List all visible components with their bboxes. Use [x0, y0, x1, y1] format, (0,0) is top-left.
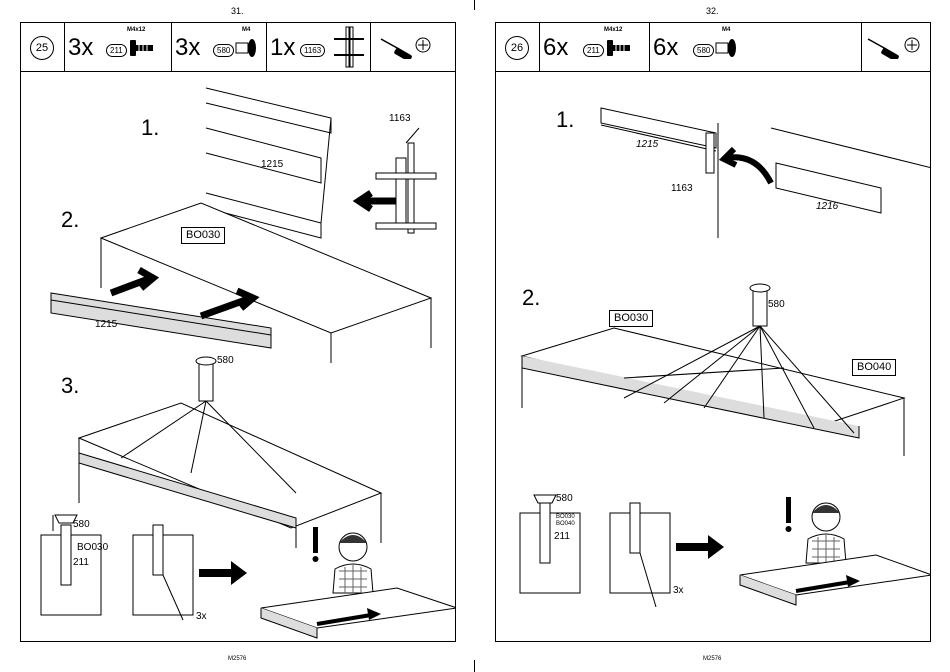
detail-label-211: 211 [73, 557, 89, 568]
screw-icon [606, 37, 632, 59]
page-number-left: 31. [231, 6, 244, 16]
arrow-right-icon [676, 535, 726, 559]
nut-icon [714, 37, 740, 59]
screwdriver-icon [866, 35, 904, 59]
part-size: M4 [722, 27, 730, 33]
panel-label-bo030: BO030 [181, 227, 225, 244]
part-cell-580: 3x 580 M4 [172, 23, 267, 71]
step-number-badge: 25 [30, 36, 54, 60]
part-cell-211: 3x 211 M4x12 [65, 23, 172, 71]
part-label-1215: 1215 [636, 139, 658, 150]
page-left: 25 3x 211 M4x12 3x 580 M4 1x 1163 [20, 22, 456, 642]
part-label-580: 580 [768, 299, 785, 310]
detail-label-bo040: BO040 [556, 521, 575, 527]
detail-label-bo030: BO030 [556, 514, 575, 520]
screw-icon [129, 37, 155, 59]
part-qty: 6x [543, 34, 568, 62]
phillips-head-icon [904, 37, 920, 53]
nut-icon [234, 37, 260, 59]
step-1-label: 1. [141, 115, 159, 141]
finished-cabinet-drawing [736, 545, 931, 615]
part-cell-580: 6x 580 M4 [650, 23, 862, 71]
rail-connection-drawing [596, 103, 931, 243]
crop-mark-top [474, 0, 475, 10]
part-label-1215: 1215 [261, 159, 283, 170]
detail-label-3x: 3x [673, 585, 684, 596]
parts-header-right: 26 6x 211 M4x12 6x 580 M4 [496, 23, 930, 72]
part-qty: 3x [175, 34, 200, 62]
detail-label-bo030: BO030 [77, 542, 108, 553]
part-cell-1163: 1x 1163 [267, 23, 371, 71]
connector-bracket-icon [332, 25, 366, 69]
part-code: 580 [693, 44, 714, 57]
page-number-right: 32. [706, 6, 719, 16]
footer-left: M2576 [228, 656, 246, 662]
detail-label-580: 580 [556, 493, 573, 504]
detail-label-580: 580 [73, 519, 90, 530]
part-label-580: 580 [217, 355, 234, 366]
detail-fitting-drawing [516, 489, 686, 619]
phillips-head-icon [415, 37, 431, 53]
part-label-1215-b: 1215 [95, 319, 117, 330]
detail-label-211: 211 [554, 531, 570, 542]
part-code: 1163 [300, 44, 325, 57]
part-size: M4 [242, 27, 250, 33]
part-code: 580 [213, 44, 234, 57]
tools-cell [371, 23, 455, 71]
page-right: 26 6x 211 M4x12 6x 580 M4 [495, 22, 931, 642]
screwdriver-icon [379, 35, 417, 59]
part-code: 211 [583, 44, 604, 57]
part-qty: 1x [270, 34, 295, 62]
finished-cabinet-drawing [257, 578, 456, 642]
part-label-1163: 1163 [671, 183, 693, 194]
arrow-right-icon [199, 561, 249, 585]
step-cell: 25 [21, 23, 65, 71]
part-cell-211: 6x 211 M4x12 [540, 23, 650, 71]
parts-header-left: 25 3x 211 M4x12 3x 580 M4 1x 1163 [21, 23, 455, 72]
part-size: M4x12 [604, 27, 622, 33]
part-label-1216: 1216 [816, 201, 838, 212]
step-cell: 26 [496, 23, 540, 71]
step-number-badge: 26 [505, 36, 529, 60]
detail-label-3x: 3x [196, 611, 207, 622]
part-qty: 6x [653, 34, 678, 62]
footer-right: M2576 [703, 656, 721, 662]
part-label-1163: 1163 [389, 113, 411, 124]
crop-mark-bottom [474, 660, 475, 672]
part-size: M4x12 [127, 27, 145, 33]
panel-label-bo040: BO040 [852, 359, 896, 376]
part-qty: 3x [68, 34, 93, 62]
tools-cell [862, 23, 930, 71]
panel-label-bo030: BO030 [609, 310, 653, 327]
part-code: 211 [106, 44, 127, 57]
detail-fitting-drawing [33, 505, 213, 635]
step-1-label: 1. [556, 107, 574, 133]
